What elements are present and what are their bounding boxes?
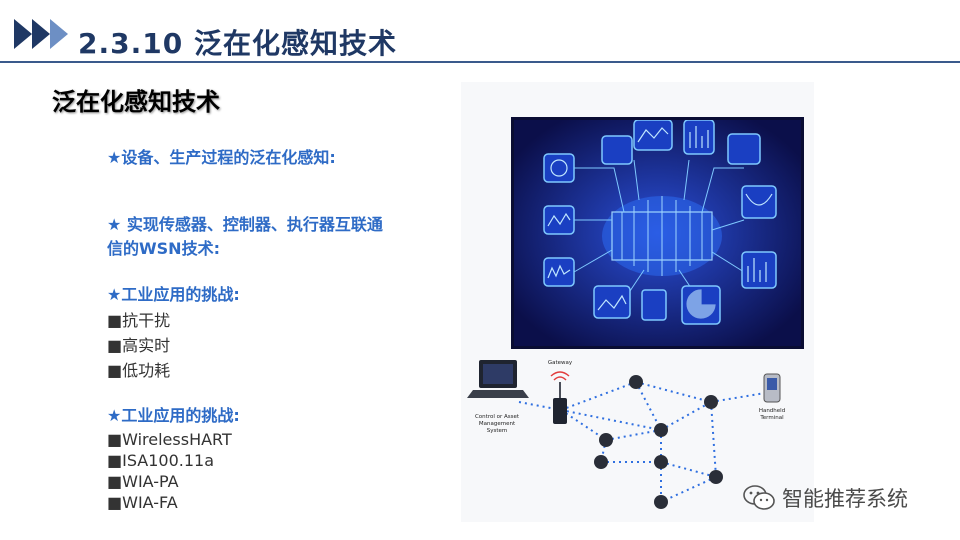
- header-divider: [0, 61, 960, 63]
- turbine-icon: [602, 196, 722, 276]
- chart-glyphs: [547, 126, 773, 319]
- control-label-2: Management: [479, 421, 516, 427]
- sensor-nodes: [594, 375, 723, 509]
- page-title: 2.3.10 泛在化感知技术: [78, 27, 397, 60]
- section-title: 泛在化感知技术: [52, 88, 220, 116]
- wechat-icon: [743, 485, 775, 510]
- list-item: ■低功耗: [107, 361, 171, 380]
- bullet-heading: ★工业应用的挑战:: [107, 406, 240, 425]
- list-item: ■ISA100.11a: [107, 451, 215, 470]
- control-label-1: Control or Asset: [475, 414, 520, 420]
- handheld-label-1: Handheld: [759, 408, 785, 414]
- handheld-label-2: Terminal: [759, 415, 784, 421]
- watermark-text: 智能推荐系统: [782, 487, 908, 511]
- laptop-icon: [467, 360, 529, 398]
- list-item: ■WirelessHART: [107, 430, 232, 449]
- wireless-network-diagram: Control or Asset Management System Gatew…: [461, 352, 814, 522]
- control-label-3: System: [487, 428, 508, 434]
- list-item: ■WIA-FA: [107, 493, 178, 512]
- list-item: ■抗干扰: [107, 311, 171, 330]
- chevron-icon: [14, 19, 32, 49]
- gateway-icon: [550, 371, 570, 424]
- bullet-heading: ★设备、生产过程的泛在化感知:: [107, 148, 336, 167]
- list-item: ■WIA-PA: [107, 472, 179, 491]
- chevron-icon: [32, 19, 50, 49]
- gateway-label: Gateway: [548, 360, 573, 366]
- watermark: 智能推荐系统: [742, 481, 908, 515]
- bullet-heading: ★工业应用的挑战:: [107, 285, 240, 304]
- bullet-heading: ★ 实现传感器、控制器、执行器互联通信的WSN技术:: [107, 215, 383, 258]
- sensor-dashboard-image: [511, 117, 804, 349]
- list-item: ■高实时: [107, 336, 171, 355]
- dashboard-graphic: [514, 119, 801, 346]
- network-graphic: Control or Asset Management System Gatew…: [467, 360, 785, 509]
- handheld-icon: [763, 373, 781, 403]
- illustration-panel: Control or Asset Management System Gatew…: [461, 82, 814, 522]
- chevron-icon: [50, 19, 68, 49]
- sensor-tiles: [543, 119, 777, 325]
- slide-header: 2.3.10 泛在化感知技术: [0, 0, 960, 63]
